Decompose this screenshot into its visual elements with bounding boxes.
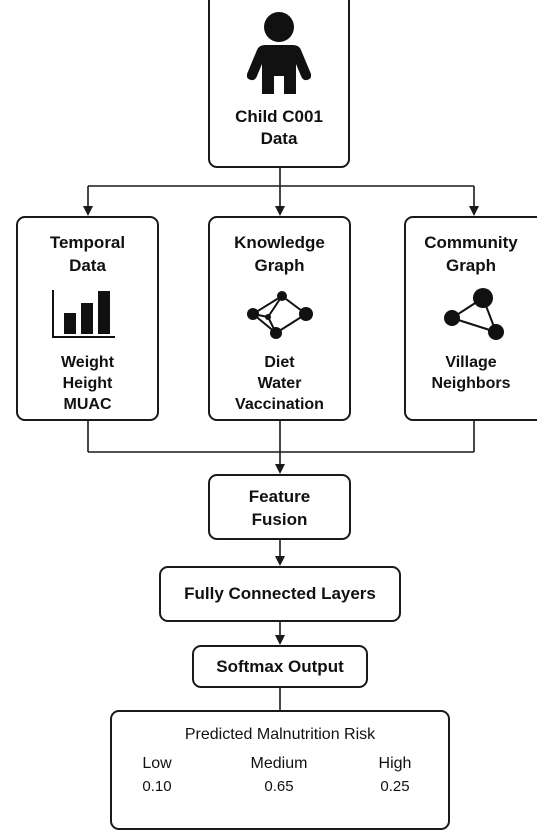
class-label-low: Low <box>142 755 172 772</box>
class-value-low: 0.10 <box>142 778 172 795</box>
knowledge-item-diet: Diet <box>264 354 295 371</box>
knowledge-graph-icon <box>247 291 313 339</box>
knowledge-graph-box: Knowledge Graph Diet Water Vaccination <box>208 216 351 421</box>
temporal-title-line2: Data <box>69 256 106 275</box>
prediction-title: Predicted Malnutrition Risk <box>184 726 376 743</box>
knowledge-title-line2: Graph <box>254 256 305 275</box>
fusion-line1: Feature <box>248 487 311 506</box>
bar-chart-icon <box>52 290 115 338</box>
temporal-data-box: Temporal Data Weight Height MUAC <box>16 216 159 421</box>
child-person-icon <box>247 12 311 94</box>
class-value-high: 0.25 <box>380 778 410 795</box>
child-title-line2: Data <box>260 129 298 148</box>
knowledge-title-line1: Knowledge <box>234 233 325 252</box>
knowledge-item-water: Water <box>257 375 302 392</box>
temporal-item-muac: MUAC <box>63 396 112 413</box>
community-title-line1: Community <box>424 233 518 252</box>
fully-connected-box: Fully Connected Layers <box>159 566 401 622</box>
softmax-label: Softmax Output <box>216 657 344 676</box>
child-data-box: Child C001 Data <box>208 0 350 168</box>
temporal-item-weight: Weight <box>60 354 115 371</box>
class-label-high: High <box>378 755 412 772</box>
class-value-medium: 0.65 <box>264 778 294 795</box>
temporal-title-line1: Temporal <box>49 233 126 252</box>
child-title-line1: Child C001 <box>235 107 323 126</box>
prediction-box: Predicted Malnutrition Risk Low Medium H… <box>110 710 450 830</box>
temporal-item-height: Height <box>62 375 113 392</box>
community-graph-icon <box>444 288 504 340</box>
fusion-line2: Fusion <box>251 510 308 529</box>
community-item-village: Village <box>445 354 497 371</box>
fully-connected-label: Fully Connected Layers <box>184 584 376 603</box>
knowledge-item-vaccination: Vaccination <box>235 396 324 413</box>
feature-fusion-box: Feature Fusion <box>208 474 351 540</box>
softmax-output-box: Softmax Output <box>192 645 368 688</box>
community-graph-box: Community Graph Village Neighbors <box>404 216 537 421</box>
class-label-medium: Medium <box>250 755 308 772</box>
community-title-line2: Graph <box>445 256 497 275</box>
connector-lines <box>83 168 479 710</box>
community-item-neighbors: Neighbors <box>431 375 511 392</box>
